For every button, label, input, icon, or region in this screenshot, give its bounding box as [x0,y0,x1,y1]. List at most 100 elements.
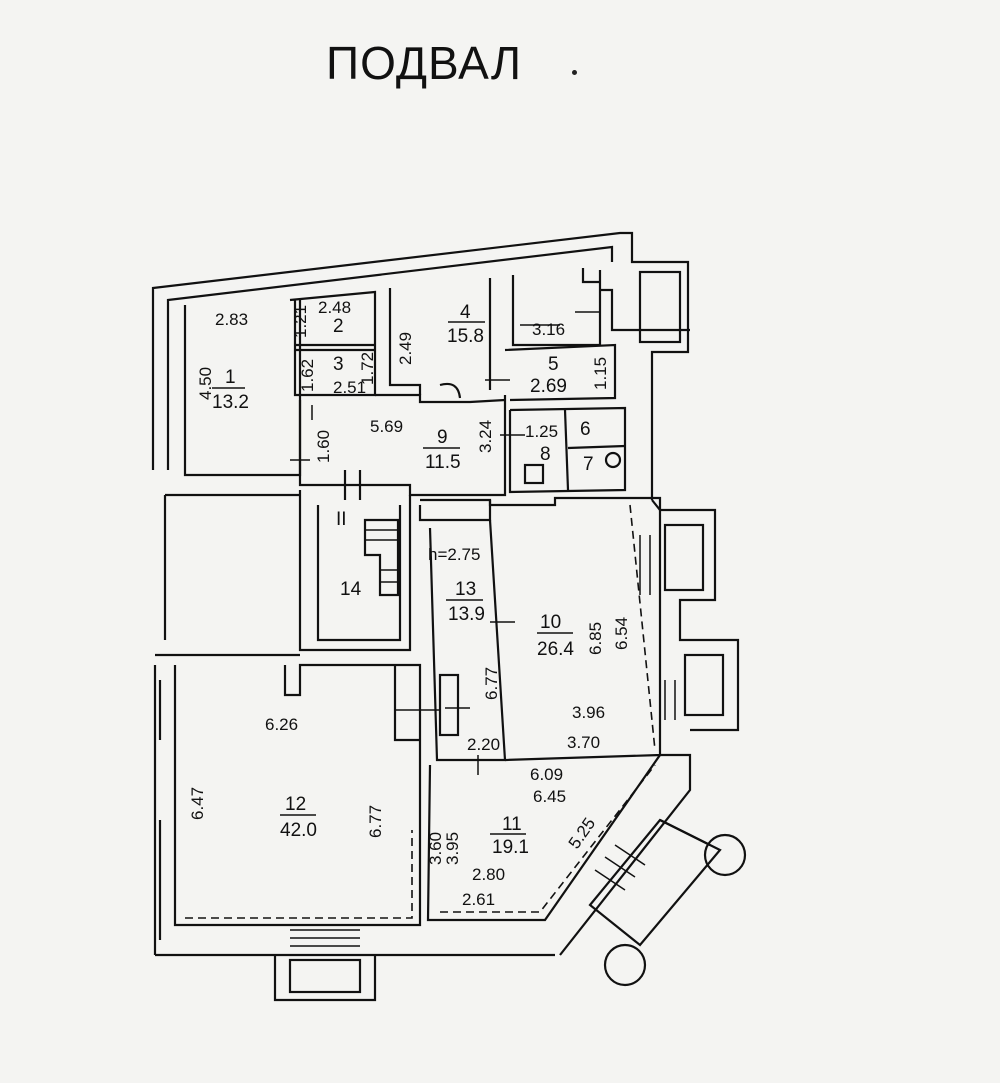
plan-line [659,819,711,846]
plan-line [298,490,412,652]
plan-label: 6.54 [612,617,631,650]
plan-label: 9 [437,427,448,448]
plan-line [440,764,656,913]
plan-line [563,409,570,491]
room-10: 10 26.4 [537,612,574,660]
plan-label: 2.69 [530,376,567,397]
plan-label: 5.69 [370,417,403,436]
plan-label: 13 [455,579,476,600]
plan-line [273,955,377,1002]
plan-label: 1.72 [358,352,377,385]
plan-line [183,300,302,477]
plan-label: 11.5 [425,452,461,473]
plan-line [663,523,705,592]
plan-label: 2.83 [215,310,248,329]
plan-label: 2.20 [467,735,500,754]
room-9: 911.5 [423,427,461,473]
plan-label: 3.96 [572,703,605,722]
plan-line [511,270,602,347]
room-5: 52.69 [530,354,567,397]
plan-label: 2.48 [318,298,351,317]
plan-label: 4 [460,302,471,323]
plan-line [298,395,507,497]
plan-line [438,673,460,737]
plan-label: 1.60 [314,430,333,463]
room-1: 113.2 [212,367,249,413]
plan-label: 6.47 [188,787,207,820]
plan-line [288,958,362,994]
plan-label: 13.2 [212,392,249,413]
plan-line [316,505,402,642]
room-3: 3 [333,354,344,375]
plan-line [594,869,626,891]
plan-line [588,818,722,947]
plan-label: 4.50 [196,367,215,400]
plan-label: 42.0 [280,820,317,841]
walls [151,231,747,1002]
room-13: 13 13.9 [446,579,485,625]
plan-label: 6.45 [533,787,566,806]
room-6: 6 [580,419,591,440]
plan-line [614,844,646,866]
plan-label: 2.49 [396,332,415,365]
plan-label: 6.85 [586,622,605,655]
plan-label: 3.60 [426,832,445,865]
plan-label: 12 [285,794,306,815]
column-circle [603,943,647,987]
room-12: 12 42.0 [280,794,317,841]
door-marks [290,311,600,775]
plan-line [523,463,545,485]
plan-line [567,444,626,450]
plan-label: 1.15 [591,357,610,390]
plan-line [683,653,725,717]
plan-line [638,270,682,344]
column-circle [703,833,747,877]
plan-label: 6.77 [482,667,501,700]
plan-label: 1 [225,367,236,388]
plan-label: 5.25 [565,814,600,852]
plan-line [428,519,507,762]
plan-label: 6.09 [530,765,563,784]
plan-label: 1.62 [298,359,317,392]
plan-line [508,406,627,494]
plan-title: ПОДВАЛ [326,37,523,89]
room-2: 2 [333,316,344,337]
plan-label: 5 [548,354,559,375]
plan-label: 3.95 [443,832,462,865]
plan-line [604,451,622,469]
plan-line [439,382,462,399]
title-dot [572,70,577,75]
plan-label: 3.70 [567,733,600,752]
plan-line [600,288,690,332]
plan-label: 2.80 [472,865,505,884]
plan-label: 1.25 [525,422,558,441]
stair-label: II [336,509,347,530]
room-labels: 113.2 2 3 415.8 52.69 6 7 8 911.5 1026.4… [212,302,594,858]
plan-line [418,498,492,522]
plan-label: 1.21 [291,305,310,338]
plan-label: 3.16 [532,320,565,339]
plan-label: 26.4 [537,639,574,660]
plan-label: 19.1 [492,837,529,858]
plan-line [651,499,740,732]
plan-line [504,343,617,402]
plan-line [426,753,692,956]
plan-line [629,504,656,751]
plan-label: 2.51 [333,378,366,397]
plan-label: 2.61 [462,890,495,909]
plan-label: 6.77 [366,805,385,838]
plan-label: 15.8 [447,326,484,347]
plan-label: 13.9 [448,604,485,625]
plan-label: 3.24 [476,420,495,453]
plan-label: 10 [540,612,561,633]
plan-label: 11 [502,814,522,835]
plan-line [604,856,636,878]
plan-line [151,231,690,500]
plan-line [388,288,422,395]
plan-line [166,245,614,470]
plan-line [185,830,413,919]
plan-label: 6.26 [265,715,298,734]
plan-line [173,663,422,927]
